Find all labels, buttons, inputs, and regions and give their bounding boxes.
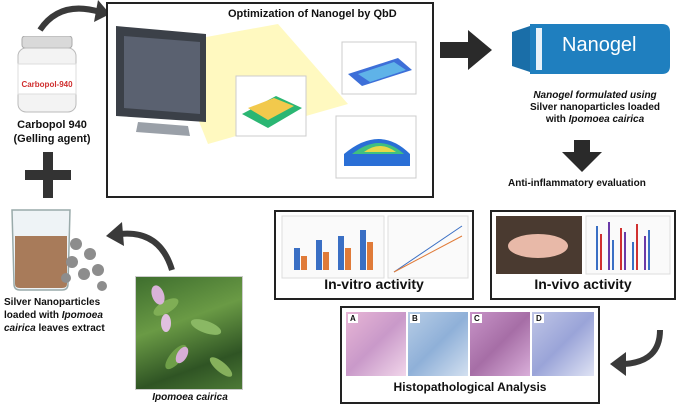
nanogel-desc-line1: Nanogel formulated using <box>533 90 657 101</box>
invitro-charts <box>281 215 469 279</box>
carbopol-jar: Carbopol-940 <box>14 35 80 114</box>
carbopol-line1: Carbopol 940 <box>17 119 87 131</box>
monitor-illustration <box>116 24 417 179</box>
curved-arrow-jar-head <box>94 0 110 22</box>
histo-panel-d-label: D <box>534 314 544 323</box>
ipomoea-photo <box>135 276 243 390</box>
silver-line2-italic: Ipomoea <box>61 310 103 321</box>
right-arrow-to-nanogel <box>440 30 492 70</box>
invivo-images <box>496 215 671 275</box>
histo-panel-b: B <box>408 312 468 376</box>
invitro-panel: In-vitro activity <box>274 210 474 300</box>
invivo-panel: In-vivo activity <box>490 210 676 300</box>
histo-panel-b-label: B <box>410 314 420 323</box>
optimization-title: Optimization of Nanogel by QbD <box>228 8 397 20</box>
plant-caption: Ipomoea cairica <box>152 392 228 403</box>
nanogel-desc-line2: Silver nanoparticles loaded <box>529 102 661 113</box>
invivo-label: In-vivo activity <box>534 276 632 292</box>
histo-panel-c: C <box>470 312 530 376</box>
nanogel-description: Nanogel formulated using Silver nanopart… <box>520 90 670 126</box>
nanogel-tube-label: Nanogel <box>562 34 637 56</box>
histo-panel-a: A <box>346 312 406 376</box>
jar-label: Carbopol-940 <box>21 80 73 89</box>
curved-arrow-histology-head <box>610 352 626 376</box>
silver-line3-suffix: leaves extract <box>35 323 105 334</box>
invitro-label: In-vitro activity <box>324 276 424 292</box>
nanogel-tube: Nanogel <box>512 22 670 76</box>
nanogel-desc-line3-italic: Ipomoea cairica <box>568 114 645 125</box>
beaker-illustration <box>4 206 114 292</box>
optimization-panel: Optimization of Nanogel by QbD <box>106 2 434 198</box>
silver-line2-prefix: loaded with <box>4 310 62 321</box>
curved-arrow-jar-to-monitor <box>37 5 101 32</box>
histo-panel-c-label: C <box>472 314 482 323</box>
nanogel-desc-line3-prefix: with <box>545 114 569 125</box>
curved-arrow-plant-to-beaker <box>119 230 175 271</box>
silver-line3-italic: cairica <box>4 323 36 334</box>
histo-panel-a-label: A <box>348 314 358 323</box>
curved-arrow-to-histology <box>623 329 663 367</box>
histopathology-label: Histopathological Analysis <box>393 380 547 394</box>
curved-arrow-plant-head <box>106 222 124 246</box>
down-arrow-to-evaluation <box>562 140 602 172</box>
anti-inflammatory-label: Anti-inflammatory evaluation <box>508 178 646 189</box>
silver-line1: Silver Nanoparticles <box>4 297 101 308</box>
histo-panel-d: D <box>532 312 594 376</box>
histopathology-panel: A B C D Histopathological Analysis <box>340 306 600 404</box>
silver-np-label: Silver Nanoparticles loaded with Ipomoea… <box>4 296 134 335</box>
carbopol-label: Carbopol 940 (Gelling agent) <box>8 118 96 146</box>
plus-icon-v <box>43 152 53 198</box>
carbopol-line2: (Gelling agent) <box>13 133 91 145</box>
